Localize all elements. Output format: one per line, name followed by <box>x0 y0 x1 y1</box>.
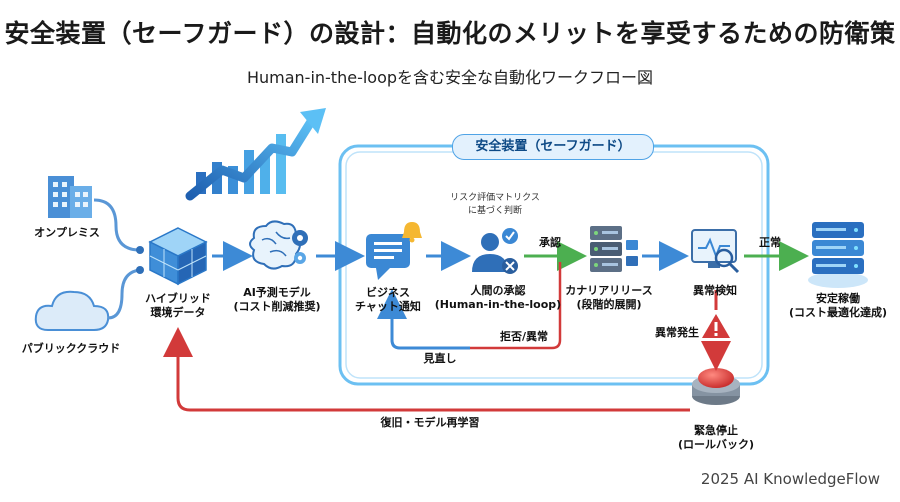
onprem-label: オンプレミス <box>34 226 100 239</box>
ai-brain-icon <box>249 220 308 270</box>
building-icon <box>48 176 92 218</box>
stable-server-icon <box>808 222 868 288</box>
cloud-label: パブリッククラウド <box>21 342 121 355</box>
human-approval-label-1: 人間の承認 <box>470 284 526 297</box>
anomaly-monitor-icon <box>691 229 740 274</box>
page-subtitle: Human-in-the-loopを含む安全な自動化ワークフロー図 <box>246 68 654 87</box>
anomaly-label: 異常検知 <box>693 284 737 297</box>
emergency-stop-label-2: (ロールバック) <box>677 438 755 451</box>
chat-label-1: ビジネス <box>366 286 410 299</box>
cloud-icon <box>34 290 110 331</box>
edge-reject-label: 拒否/異常 <box>499 330 549 343</box>
arrow-recover <box>163 327 690 412</box>
warning-icon <box>702 314 730 338</box>
emergency-stop-label-1: 緊急停止 <box>694 424 738 437</box>
stable-label-2: (コスト最適化達成) <box>788 306 888 319</box>
chat-label-2: チャット通知 <box>355 300 421 313</box>
stable-label-1: 安定稼働 <box>816 292 860 305</box>
edge-normal-label: 正常 <box>759 236 781 249</box>
canary-server-icon <box>590 226 638 272</box>
hybrid-label-1: ハイブリッド <box>145 292 211 305</box>
edge-anomaly-occur-label: 異常発生 <box>655 326 699 339</box>
ai-model-label-1: AI予測モデル <box>243 286 311 299</box>
human-approval-icon <box>472 228 518 274</box>
hybrid-label-2: 環境データ <box>150 306 206 319</box>
canary-label-1: カナリアリリース <box>565 284 653 297</box>
safeguard-label: 安全装置（セーフガード） <box>452 134 654 160</box>
footer-credit: 2025 AI KnowledgeFlow <box>700 470 880 488</box>
chat-notification-icon <box>366 222 422 280</box>
human-approval-label-2: (Human-in-the-loop) <box>434 298 562 311</box>
ai-model-label-2: (コスト削減推奨) <box>233 300 321 313</box>
edge-approve-label: 承認 <box>539 236 561 249</box>
edge-review-label: 見直し <box>423 352 457 365</box>
emergency-stop-button-icon <box>692 368 740 405</box>
risk-matrix-label-2: に基づく判断 <box>467 206 522 216</box>
page-title: 安全装置（セーフガード）の設計：自動化のメリットを享受するための防衛策 <box>4 19 896 48</box>
trend-chart-icon <box>185 108 326 201</box>
hybrid-data-cube-icon <box>148 227 208 286</box>
canary-label-2: (段階的展開) <box>576 298 642 311</box>
edge-recover-label: 復旧・モデル再学習 <box>380 416 480 429</box>
risk-matrix-label-1: リスク評価マトリクス <box>450 193 540 203</box>
